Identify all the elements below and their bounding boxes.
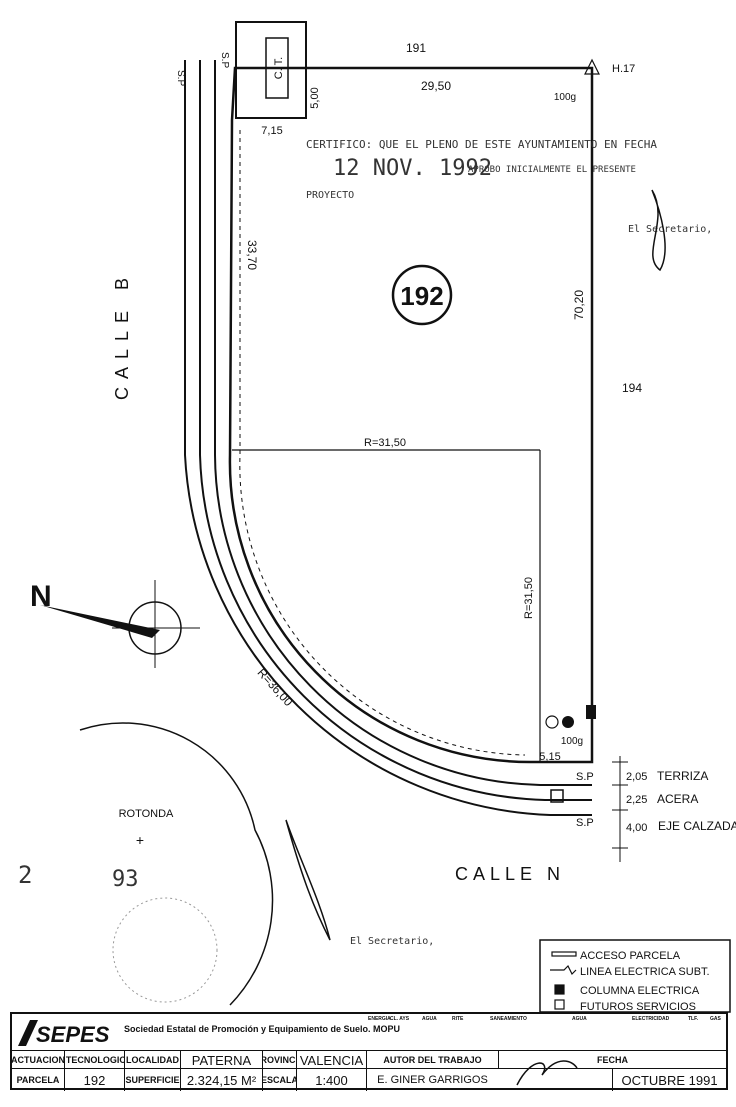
sp-label-2: S.P [219, 52, 230, 68]
dim-radius-v: R=31,50 [523, 577, 535, 619]
value-escala: 1:400 [296, 1069, 366, 1091]
angle-top: 100g [554, 92, 576, 103]
service-header-5: SANEAMIENTO [490, 1016, 527, 1022]
landmark-triangle-icon [584, 58, 600, 75]
certificate-date: 12 NOV. 1992 [333, 156, 492, 181]
legend-item-1: ACCESO PARCELA [580, 950, 681, 962]
legend-item-4: FUTUROS SERVICIOS [580, 1001, 696, 1013]
dim-east: 70,20 [572, 290, 586, 320]
header-autor: AUTOR DEL TRABAJO [366, 1051, 498, 1069]
neighbor-parcel-north: 191 [406, 41, 426, 55]
certificate-line2: APROBO INICIALMENTE EL PRESENTE [468, 165, 636, 175]
service-header-6: AGUA [572, 1016, 587, 1022]
stamp-seal [112, 897, 218, 1003]
dim-radius-outer: R=36,00 [254, 666, 295, 710]
dim-top: 29,50 [421, 79, 451, 93]
ct-label: C. T. [273, 57, 285, 79]
sp-label-1: S.P [175, 70, 186, 86]
svg-text:192: 192 [400, 281, 443, 311]
dim-bottom: 5,15 [539, 751, 560, 763]
header-fecha: FECHA [498, 1051, 726, 1069]
street-south: CALLE N [455, 864, 565, 884]
value-localidad: PATERNA [180, 1051, 262, 1069]
dim-ct-width: 7,15 [261, 125, 282, 137]
header-provincia: PROVINCIA [262, 1051, 296, 1069]
street-west: CALLE B [112, 270, 132, 400]
ct-transformer-box: C. T. [235, 21, 307, 119]
signature-scribble-2 [285, 819, 331, 941]
header-escala: ESCALA [262, 1069, 296, 1091]
certificate-secretary: El Secretario, [628, 224, 712, 235]
author-signature [516, 1060, 578, 1086]
parcel-number-badge: 192 [391, 264, 453, 326]
service-marker-2 [562, 716, 574, 728]
section-width-1: 2,05 [626, 771, 647, 783]
service-header-4: RITE [452, 1016, 464, 1022]
roundabout-label: ROTONDA [119, 808, 174, 820]
value-superficie: 2.324,15 M² [180, 1069, 262, 1091]
title-block: SEPES Sociedad Estatal de Promoción y Eq… [10, 1012, 728, 1091]
sidewalk-line-3 [184, 60, 592, 816]
dim-west: 33,70 [245, 240, 259, 270]
stamp2-day: 2 [18, 861, 32, 889]
sidewalk-line-1 [214, 60, 592, 786]
stamp2-year: 93 [112, 867, 139, 892]
svg-text:SEPES: SEPES [36, 1022, 110, 1047]
dim-ct-height: 5,00 [309, 87, 321, 108]
section-width-3: 4,00 [626, 822, 647, 834]
header-tecnologico: P. TECNOLOGICO [64, 1051, 124, 1069]
landmark-label: H.17 [612, 63, 635, 75]
service-header-9: GAS [710, 1016, 721, 1022]
value-parcela: 192 [64, 1069, 124, 1091]
sp-label-4: S.P [576, 817, 594, 829]
sepes-logo-icon: SEPES [18, 1020, 110, 1047]
roundabout-center-mark: + [136, 832, 144, 848]
section-label-1: TERRIZA [657, 769, 708, 783]
electric-column-marker [586, 705, 596, 719]
value-autor: E. GINER GARRIGOS [366, 1069, 498, 1091]
sidewalk-line-2 [199, 60, 592, 801]
parcel-boundary [228, 66, 594, 764]
legend-item-3: COLUMNA ELECTRICA [580, 985, 700, 997]
north-label: N [30, 580, 52, 613]
underground-electric-line [239, 130, 526, 756]
certificate-line1: CERTIFICO: QUE EL PLENO DE ESTE AYUNTAMI… [306, 138, 657, 151]
header-actuacion: ACTUACION [12, 1055, 64, 1065]
service-header-3: AGUA [422, 1016, 437, 1022]
header-superficie: SUPERFICIE [124, 1069, 180, 1091]
sp-label-3: S.P [576, 771, 594, 783]
certificate-line3: PROYECTO [306, 190, 354, 201]
dim-radius-h: R=31,50 [364, 437, 406, 449]
service-header-2: CL. AYS [390, 1016, 410, 1022]
organization-name: Sociedad Estatal de Promoción y Equipami… [124, 1024, 401, 1034]
legend-item-2: LINEA ELECTRICA SUBT. [580, 966, 710, 978]
legend-icons [550, 951, 577, 1010]
neighbor-parcel-east: 194 [622, 381, 642, 395]
service-header-8: TLF. [688, 1016, 698, 1022]
value-fecha: OCTUBRE 1991 [612, 1069, 726, 1091]
header-localidad: LOCALIDAD [124, 1051, 180, 1069]
section-width-2: 2,25 [626, 794, 647, 806]
service-header-7: ELECTRICIDAD [632, 1016, 670, 1022]
roundabout-arc [79, 722, 274, 1006]
value-provincia: VALENCIA [296, 1051, 366, 1069]
service-marker-1 [545, 715, 559, 729]
signature-scribble-1 [651, 189, 666, 272]
header-parcela: PARCELA [16, 1075, 60, 1085]
service-header-1: ENERGIA [368, 1016, 391, 1022]
electric-column-icon-plan [550, 789, 564, 803]
north-compass-icon [40, 580, 200, 668]
stamp2-secretary: El Secretario, [350, 936, 434, 947]
angle-bottom: 100g [561, 736, 583, 747]
section-label-3: EJE CALZADA [658, 819, 736, 833]
section-label-2: ACERA [657, 792, 698, 806]
